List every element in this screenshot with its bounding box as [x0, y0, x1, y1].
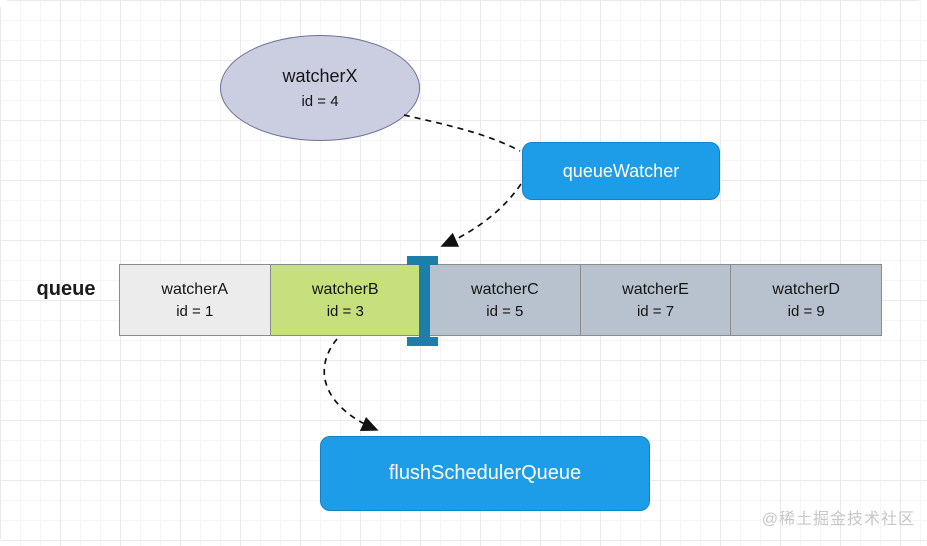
- edge-watcherX-to-queueWatcher: [403, 114, 521, 152]
- node-flushSchedulerQueue: flushSchedulerQueue: [320, 436, 650, 511]
- cell-name: watcherD: [772, 280, 840, 298]
- insertion-cursor-stem: [419, 256, 430, 346]
- node-queueWatcher-label: queueWatcher: [562, 160, 680, 181]
- cell-name: watcherB: [311, 280, 379, 298]
- node-watcherX: watcherX id = 4: [220, 35, 420, 141]
- node-queueWatcher: queueWatcher: [522, 142, 720, 200]
- node-flushSchedulerQueue-label: flushSchedulerQueue: [388, 462, 582, 484]
- queue-row-right: watcherC id = 5 watcherE id = 7 watcherD…: [429, 264, 883, 336]
- queue-cell-watcherE: watcherE id = 7: [579, 264, 732, 336]
- queue-cell-watcherA: watcherA id = 1: [119, 264, 271, 336]
- cell-id: id = 7: [636, 302, 675, 320]
- node-watcherX-title: watcherX: [282, 66, 358, 86]
- queue-cell-watcherC: watcherC id = 5: [429, 264, 581, 336]
- queue-cell-watcherD: watcherD id = 9: [730, 264, 883, 336]
- watermark: @稀土掘金技术社区: [761, 511, 915, 528]
- queue-label: queue: [36, 278, 96, 300]
- cell-id: id = 5: [486, 302, 524, 320]
- cell-id: id = 1: [176, 302, 214, 320]
- queue-row-left: watcherA id = 1 watcherB id = 3: [119, 264, 421, 336]
- cell-id: id = 3: [326, 302, 364, 320]
- node-watcherX-id: id = 4: [301, 93, 339, 110]
- queue-insertion-cursor: [407, 256, 438, 346]
- insertion-cursor-cap-bottom: [407, 337, 438, 346]
- edge-watcherB-to-flushSchedulerQueue: [323, 338, 379, 431]
- cell-name: watcherC: [471, 280, 539, 298]
- cell-id: id = 9: [787, 302, 825, 320]
- cell-name: watcherA: [161, 280, 229, 298]
- queue-cell-watcherB: watcherB id = 3: [269, 264, 421, 336]
- edge-queueWatcher-to-queue: [440, 183, 522, 247]
- cell-name: watcherE: [622, 280, 689, 298]
